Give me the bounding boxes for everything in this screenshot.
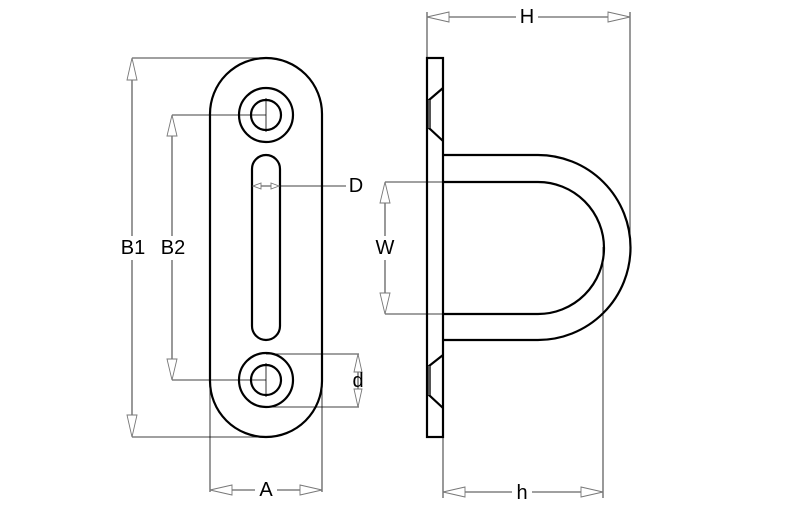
side-plate xyxy=(425,56,445,439)
label-h-lower: h xyxy=(516,482,527,504)
countersink-bottom xyxy=(427,354,444,409)
dimension-b2: B2 xyxy=(157,114,266,381)
u-loop-outer xyxy=(443,153,632,342)
label-h-upper: H xyxy=(520,6,534,28)
dimension-d-slot: D xyxy=(251,175,363,197)
center-slot xyxy=(250,153,282,342)
label-w: W xyxy=(376,237,395,259)
dimension-w: W xyxy=(372,181,443,315)
front-view: B1 B2 D d xyxy=(117,56,364,502)
dimension-a: A xyxy=(209,380,323,502)
dimension-b1: B1 xyxy=(117,57,266,438)
side-view: H h W xyxy=(372,5,632,504)
label-a: A xyxy=(259,479,273,501)
label-b1: B1 xyxy=(121,237,145,259)
countersink-top xyxy=(427,87,444,142)
label-d-upper: D xyxy=(349,175,363,197)
label-b2: B2 xyxy=(161,237,185,259)
dimension-h-loop: h xyxy=(442,247,604,504)
dimension-h-total: H xyxy=(426,5,631,247)
u-loop-inner xyxy=(443,180,606,316)
label-d-lower: d xyxy=(352,370,363,392)
dimension-d-hole: d xyxy=(266,353,364,408)
